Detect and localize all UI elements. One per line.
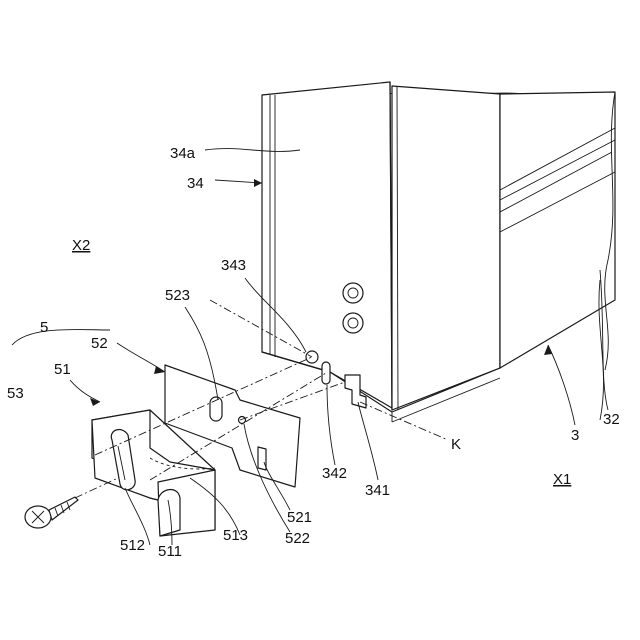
side-panel-32 [500, 92, 615, 368]
label-x1: X1 [553, 471, 571, 488]
panel-screw-upper [343, 283, 363, 303]
label-341: 341 [365, 482, 390, 499]
label-522: 522 [285, 530, 310, 547]
label-342: 342 [322, 465, 347, 482]
label-34: 34 [187, 175, 204, 192]
label-511: 511 [158, 543, 182, 560]
label-513: 513 [223, 527, 248, 544]
label-34a: 34a [170, 145, 196, 162]
side-panel-34 [262, 82, 392, 408]
panel-screw-lower [343, 313, 363, 333]
label-3: 3 [571, 427, 579, 444]
plate-hole-522 [239, 417, 246, 424]
label-k: K [451, 436, 461, 453]
label-51: 51 [54, 361, 71, 378]
label-x2: X2 [72, 237, 90, 254]
cabinet-housing [262, 82, 615, 422]
label-521: 521 [287, 509, 312, 526]
block-notch-511 [158, 490, 180, 536]
label-512: 512 [120, 537, 145, 554]
front-panel [392, 86, 500, 410]
label-32: 32 [603, 411, 620, 428]
label-5: 5 [40, 319, 48, 336]
plate-notch-521 [258, 447, 266, 470]
label-53: 53 [7, 385, 24, 402]
screw-53 [25, 497, 78, 528]
slot-342 [322, 362, 330, 384]
label-343: 343 [221, 257, 246, 274]
label-523: 523 [165, 287, 190, 304]
label-52: 52 [91, 335, 108, 352]
